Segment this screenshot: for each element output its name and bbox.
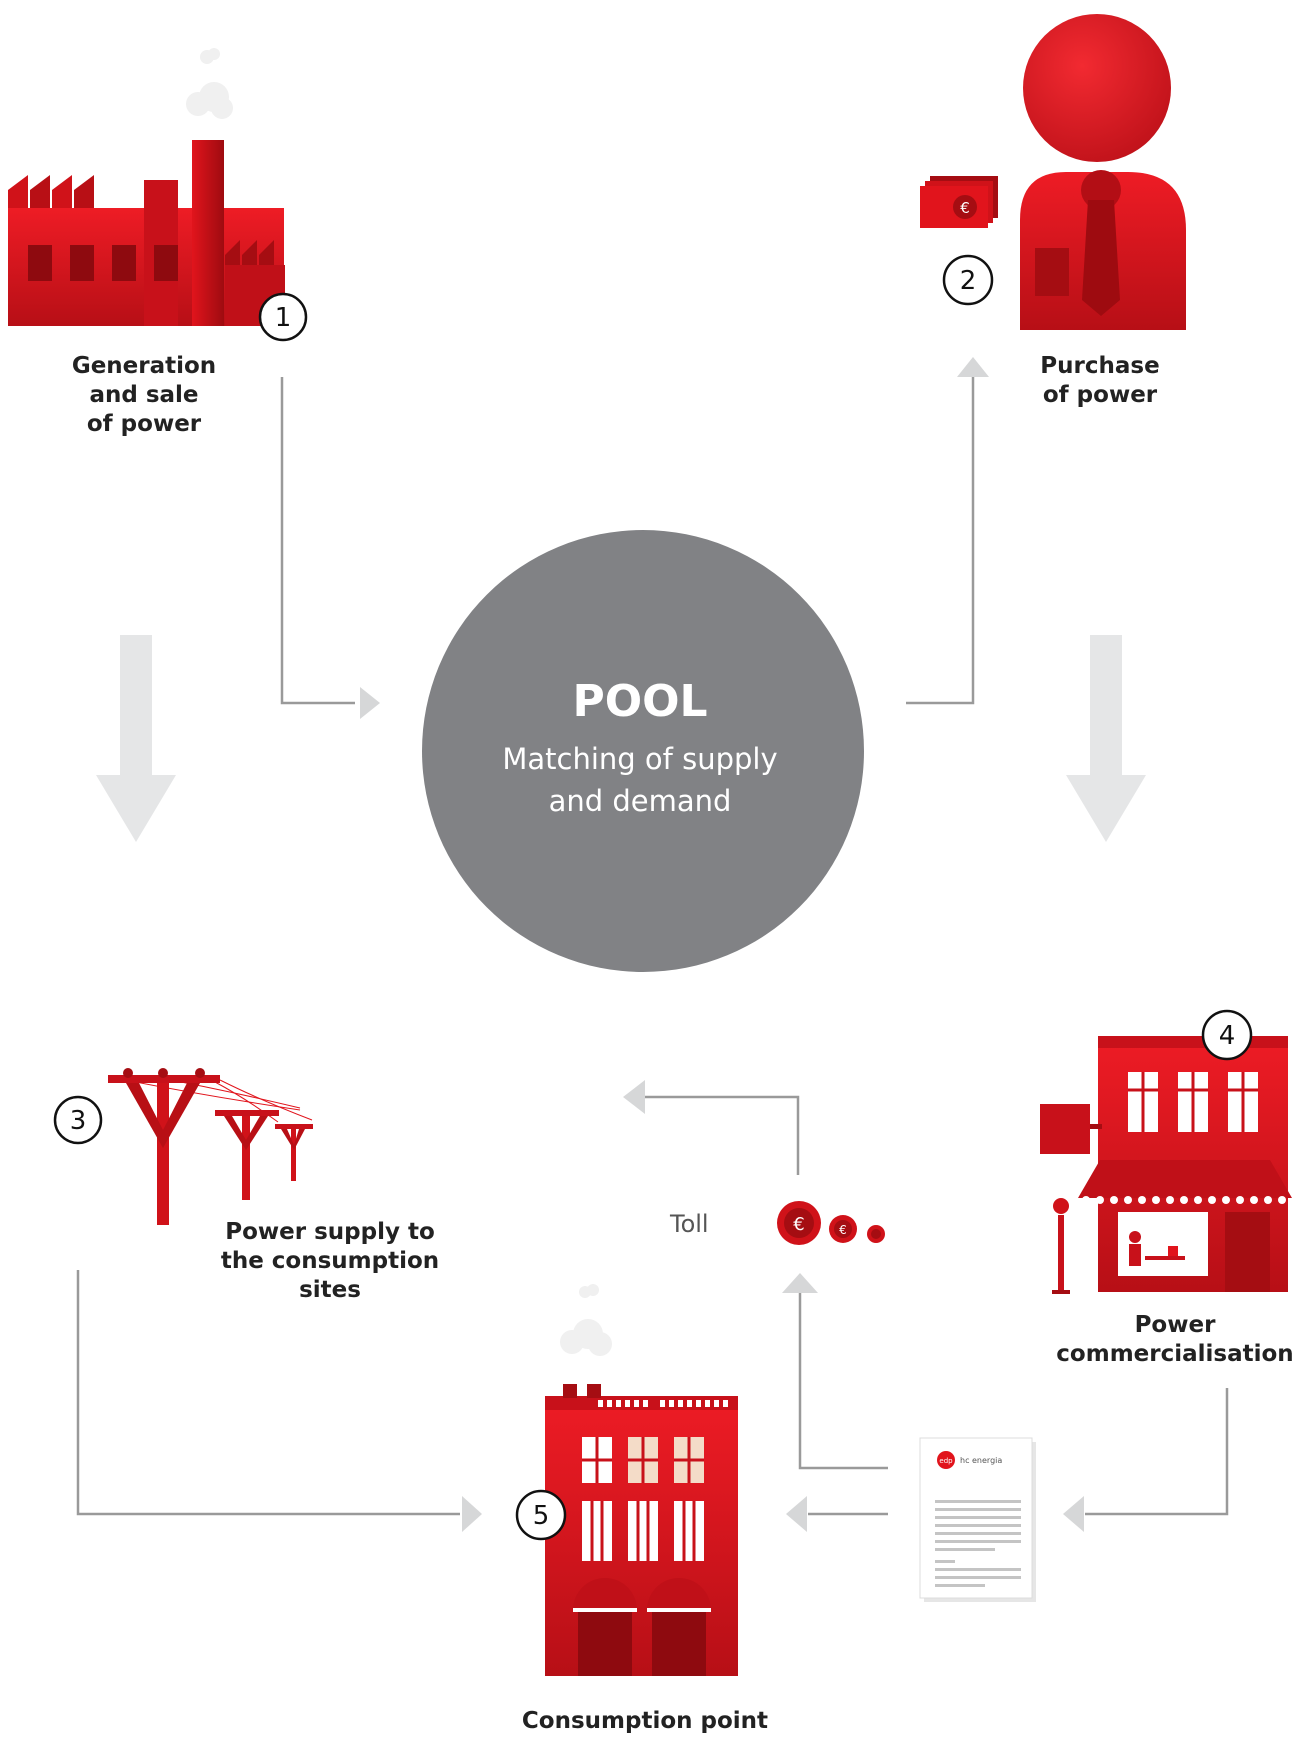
connector-lines [76, 372, 1229, 1516]
consumption-point-label: Consumption point [495, 1707, 795, 1736]
left-down-arrow [96, 635, 176, 842]
apartment-building-icon [545, 1284, 738, 1676]
shop-icon [1040, 1036, 1292, 1294]
step-4-badge: 4 [1201, 1009, 1253, 1061]
label-line: of power [86, 411, 202, 437]
power-lines-icon [108, 1068, 313, 1225]
generation-label: Generation and sale of power [44, 352, 244, 439]
label-line: commercialisation [1056, 1341, 1294, 1367]
power-supply-label: Power supply to the consumption sites [200, 1218, 460, 1305]
label-line: of power [1042, 382, 1158, 408]
invoice-document-icon: edp hc energia [919, 1437, 1036, 1602]
svg-text:2: 2 [960, 266, 977, 296]
svg-text:4: 4 [1219, 1021, 1236, 1051]
step-1-badge: 1 [258, 292, 308, 342]
label-line: the consumption [220, 1248, 440, 1274]
pool-subtitle-line: and demand [548, 784, 732, 818]
label-line: Power [1134, 1312, 1216, 1338]
commercialisation-label: Power commercialisation [1040, 1311, 1310, 1369]
svg-text:5: 5 [533, 1501, 550, 1531]
svg-text:edp: edp [939, 1457, 953, 1465]
toll-label: Toll [670, 1210, 709, 1238]
step-3-badge: 3 [53, 1095, 103, 1145]
label-line: Purchase [1040, 353, 1160, 379]
euro-coins-icon: € € [777, 1201, 885, 1245]
svg-text:€: € [793, 1214, 804, 1235]
pool-subtitle: Matching of supply and demand [420, 738, 860, 822]
person-icon [1020, 14, 1186, 330]
label-line: Consumption point [521, 1708, 769, 1734]
connector-arrowheads [360, 357, 1084, 1532]
label-line: Power supply to [225, 1219, 435, 1245]
step-2-badge: 2 [942, 254, 994, 306]
step-5-badge: 5 [515, 1489, 567, 1541]
right-down-arrow [1066, 635, 1146, 842]
svg-text:hc energia: hc energia [960, 1456, 1002, 1465]
svg-text:€: € [960, 199, 970, 217]
label-line: Generation [71, 353, 217, 379]
euro-banknotes-icon: € [920, 176, 998, 228]
factory-icon [8, 48, 285, 326]
pool-circle [422, 530, 864, 972]
purchase-label: Purchase of power [1000, 352, 1200, 410]
label-line: sites [299, 1277, 361, 1303]
svg-text:3: 3 [70, 1106, 87, 1136]
label-line: and sale [89, 382, 199, 408]
svg-text:€: € [839, 1223, 847, 1237]
pool-subtitle-line: Matching of supply [502, 742, 778, 776]
pool-title: POOL [572, 676, 708, 727]
svg-text:1: 1 [275, 303, 292, 333]
